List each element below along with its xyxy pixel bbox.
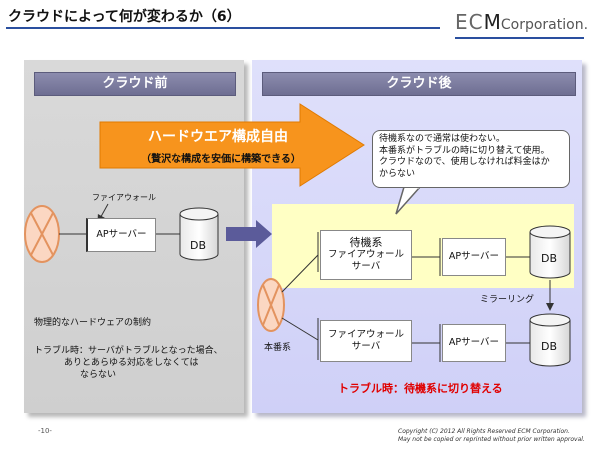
connector-line <box>281 317 319 341</box>
after-cloud-header: クラウド後 <box>262 72 576 96</box>
standby-fw-line-2: サーバ <box>351 261 381 272</box>
standby-ap-label: APサーバー <box>448 251 500 262</box>
logo-suffix: Corporation. <box>500 17 589 33</box>
database-icon <box>529 225 571 279</box>
standby-firewall-box: 待機系 ファイアウォール サーバ <box>320 230 412 280</box>
title-underline <box>6 27 440 29</box>
before-cloud-header: クラウド前 <box>34 72 236 96</box>
ap-server-box: APサーバー <box>86 218 156 252</box>
standby-callout: 待機系なので通常は使わない。 本番系がトラブルの時に切り替えて使用。 クラウドな… <box>372 130 570 188</box>
callout-tail <box>395 186 422 215</box>
trouble-line-3: ならない <box>80 370 117 380</box>
arrow-subtitle: （贅沢な構成を安価に構築できる） <box>141 154 301 165</box>
switch-over-text: トラブル時：待機系に切り替える <box>338 382 503 395</box>
constraint-text: 物理的なハードウェアの制約 <box>34 318 152 328</box>
database-icon <box>179 207 219 261</box>
trouble-line-2: ありとあらゆる対応をしなくては <box>64 358 199 368</box>
arrow-title: ハードウエア構成自由 <box>148 129 288 145</box>
production-ap-server-box: APサーバー <box>442 324 506 362</box>
standby-title: 待機系 <box>349 236 383 249</box>
connector-line <box>281 254 319 293</box>
callout-line-4: からない <box>379 168 416 179</box>
copyright-line-2: May not be copied or reprinted without p… <box>398 436 585 443</box>
production-label: 本番系 <box>264 343 292 353</box>
prod-ap-label: APサーバー <box>448 337 500 348</box>
db-label: DB <box>190 239 207 252</box>
ap-server-label: APサーバー <box>96 229 147 240</box>
logo-prefix: EC <box>455 10 484 34</box>
internet-cross-icon <box>24 205 60 263</box>
logo-underline <box>455 37 584 39</box>
logo-m: M <box>483 10 501 34</box>
firewall-label: ファイアウォール <box>92 193 156 202</box>
copyright-line-1: Copyright (C) 2012 All Rights Reserved E… <box>398 428 570 435</box>
callout-line-1: 待機系なので通常は使わない。 <box>379 134 506 144</box>
before-after-arrow <box>226 220 272 248</box>
production-db-label: DB <box>541 340 558 353</box>
mirroring-label: ミラーリング <box>480 295 535 305</box>
prod-fw-line-1: ファイアウォール <box>327 329 404 340</box>
internet-cross-icon <box>257 278 285 332</box>
trouble-line-1: トラブル時：サーバがトラブルとなった場合、 <box>34 346 223 356</box>
callout-line-2: 本番系がトラブルの時に切り替えて使用。 <box>379 145 550 156</box>
standby-fw-line-1: ファイアウォール <box>327 249 404 260</box>
slide-title: クラウドによって何が変わるか（6） <box>8 9 241 25</box>
production-firewall-box: ファイアウォール サーバ <box>320 320 412 362</box>
standby-db-label: DB <box>541 252 558 265</box>
standby-ap-server-box: APサーバー <box>442 238 506 276</box>
database-icon <box>529 313 571 367</box>
hardware-freedom-arrow <box>99 103 365 187</box>
company-logo: ECMCorporation. <box>455 10 588 34</box>
prod-fw-line-2: サーバ <box>351 341 381 352</box>
page-number: -10- <box>38 427 52 435</box>
callout-line-3: クラウドなので、使用しなければ料金はか <box>379 157 550 167</box>
